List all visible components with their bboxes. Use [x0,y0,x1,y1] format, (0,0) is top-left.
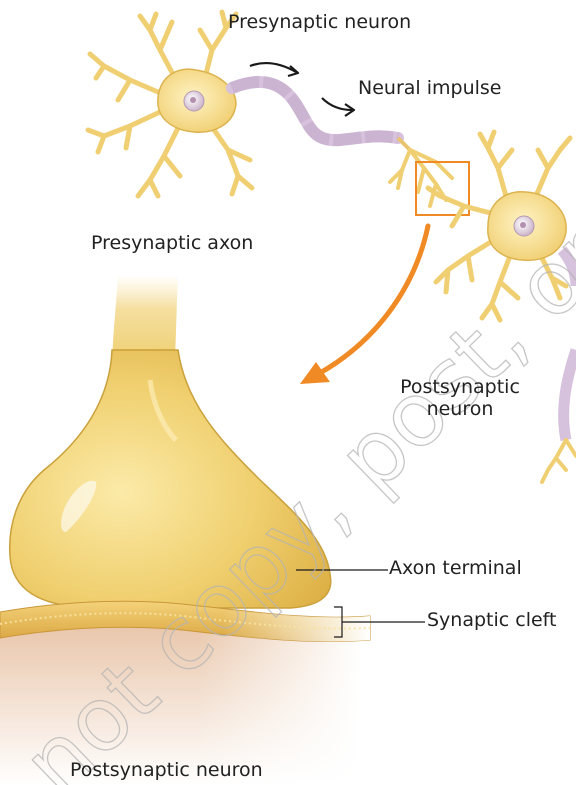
label-presynaptic-axon: Presynaptic axon [91,233,253,255]
label-presynaptic-neuron: Presynaptic neuron [228,12,411,34]
label-neural-impulse: Neural impulse [358,78,501,100]
label-axon-terminal: Axon terminal [389,558,522,580]
label-postsynaptic-neuron-top: Postsynaptic neuron [380,377,540,421]
presynaptic-neuron-illustration [88,12,252,196]
label-postsynaptic-neuron-bottom: Postsynaptic neuron [70,760,263,782]
label-synaptic-cleft: Synaptic cleft [427,610,556,632]
label-postsynaptic-line1: Postsynaptic [380,377,540,399]
label-postsynaptic-line2: neuron [380,399,540,421]
